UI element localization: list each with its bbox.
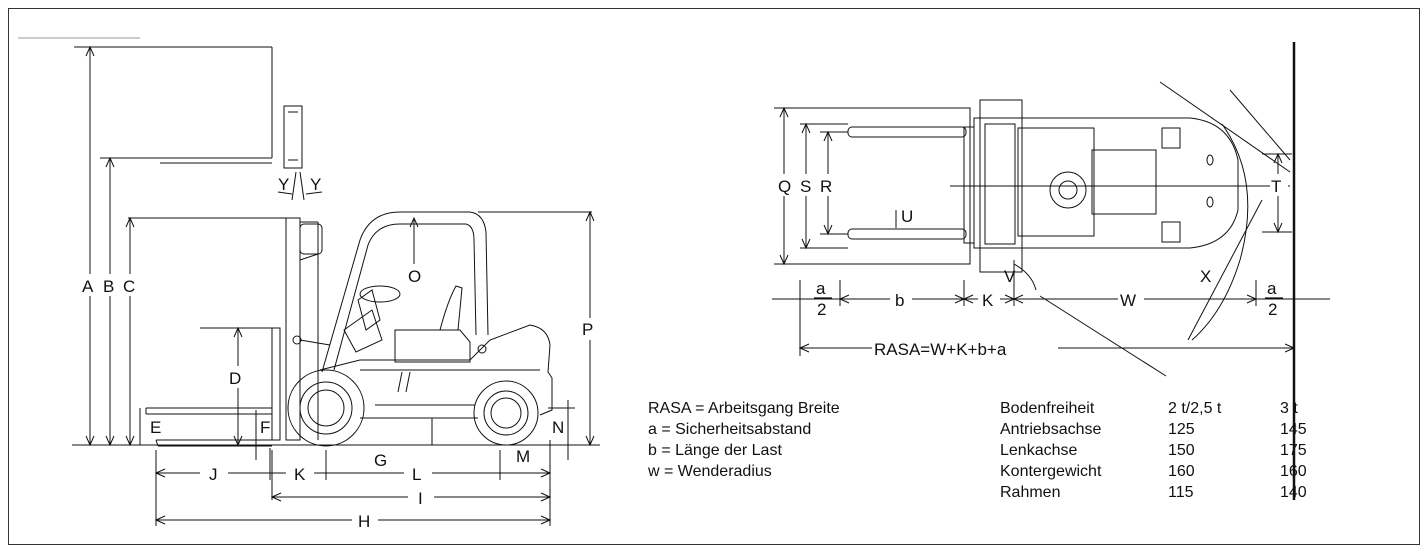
turning-radius-lines (1013, 81, 1291, 377)
table-cell: 125 (1168, 421, 1195, 438)
label-U: U (901, 207, 913, 226)
table-cell: Lenkachse (1000, 442, 1078, 459)
table-cell: 3 t (1280, 400, 1298, 417)
raised-load-outline (18, 37, 303, 169)
table-cell: Bodenfreiheit (1000, 400, 1095, 417)
label-O: O (408, 267, 421, 286)
label-D: D (229, 369, 241, 388)
label-I: I (418, 489, 423, 508)
height-dimensions (85, 45, 286, 447)
label-two-right: 2 (1268, 300, 1277, 319)
label-H: H (358, 512, 370, 531)
table-cell: Rahmen (1000, 484, 1061, 501)
table-row: Lenkachse 150 175 (1000, 440, 1330, 461)
legend-item: RASA = Arbeitsgang Breite (648, 400, 840, 417)
label-N: N (552, 418, 564, 437)
table-cell: 175 (1280, 442, 1307, 459)
clearance-dimensions (431, 400, 575, 460)
label-a-left: a (816, 279, 826, 298)
rasa-formula: RASA=W+K+b+a (874, 340, 1007, 359)
label-X: X (1200, 267, 1211, 286)
legend-item: b = Länge der Last (648, 442, 782, 459)
table-cell: 160 (1280, 463, 1307, 480)
label-M: M (516, 447, 530, 466)
label-T: T (1271, 177, 1281, 196)
label-R: R (820, 177, 832, 196)
table-cell: 115 (1168, 484, 1194, 501)
label-Y-right: Y (310, 175, 321, 194)
label-Q: Q (778, 177, 791, 196)
rear-wheel (473, 380, 539, 446)
front-wheel (287, 369, 365, 447)
label-F: F (260, 418, 270, 437)
label-W: W (1120, 291, 1136, 310)
table-row: Antriebsachse 125 145 (1000, 419, 1330, 440)
label-B: B (103, 277, 114, 296)
label-V: V (1004, 267, 1016, 286)
label-K-side: K (294, 465, 306, 484)
mast (285, 217, 331, 441)
table-header-row: Bodenfreiheit 2 t/2,5 t 3 t (1000, 398, 1330, 419)
table-cell: Antriebsachse (1000, 421, 1102, 438)
label-L: L (412, 465, 421, 484)
legend-item: w = Wenderadius (648, 463, 772, 480)
label-E: E (150, 418, 161, 437)
label-C: C (123, 277, 135, 296)
label-J: J (209, 465, 218, 484)
table-row: Rahmen 115 140 (1000, 482, 1330, 503)
table-cell: Kontergewicht (1000, 463, 1102, 480)
table-cell: 150 (1168, 442, 1195, 459)
label-Y-left: Y (278, 175, 289, 194)
overhead-guard (321, 211, 592, 373)
label-K-top: K (982, 291, 994, 310)
legend: RASA = Arbeitsgang Breite a = Sicherheit… (648, 398, 840, 482)
label-A: A (82, 277, 94, 296)
table-cell: 140 (1280, 484, 1307, 501)
label-P: P (582, 320, 593, 339)
diagram-frame (8, 8, 1420, 545)
label-two-left: 2 (817, 300, 826, 319)
table-cell: 145 (1280, 421, 1307, 438)
label-a-right: a (1267, 279, 1277, 298)
label-S: S (800, 177, 811, 196)
table-row: Kontergewicht 160 160 (1000, 461, 1330, 482)
label-b: b (895, 291, 904, 310)
label-G: G (374, 451, 387, 470)
legend-item: a = Sicherheitsabstand (648, 421, 812, 438)
ground-clearance-table: Bodenfreiheit 2 t/2,5 t 3 t Antriebsachs… (1000, 398, 1330, 503)
table-cell: 2 t/2,5 t (1168, 400, 1222, 417)
seat-and-steering (343, 285, 487, 363)
tilt-angle-marks (277, 171, 323, 201)
truck-body (319, 324, 553, 419)
table-cell: 160 (1168, 463, 1195, 480)
